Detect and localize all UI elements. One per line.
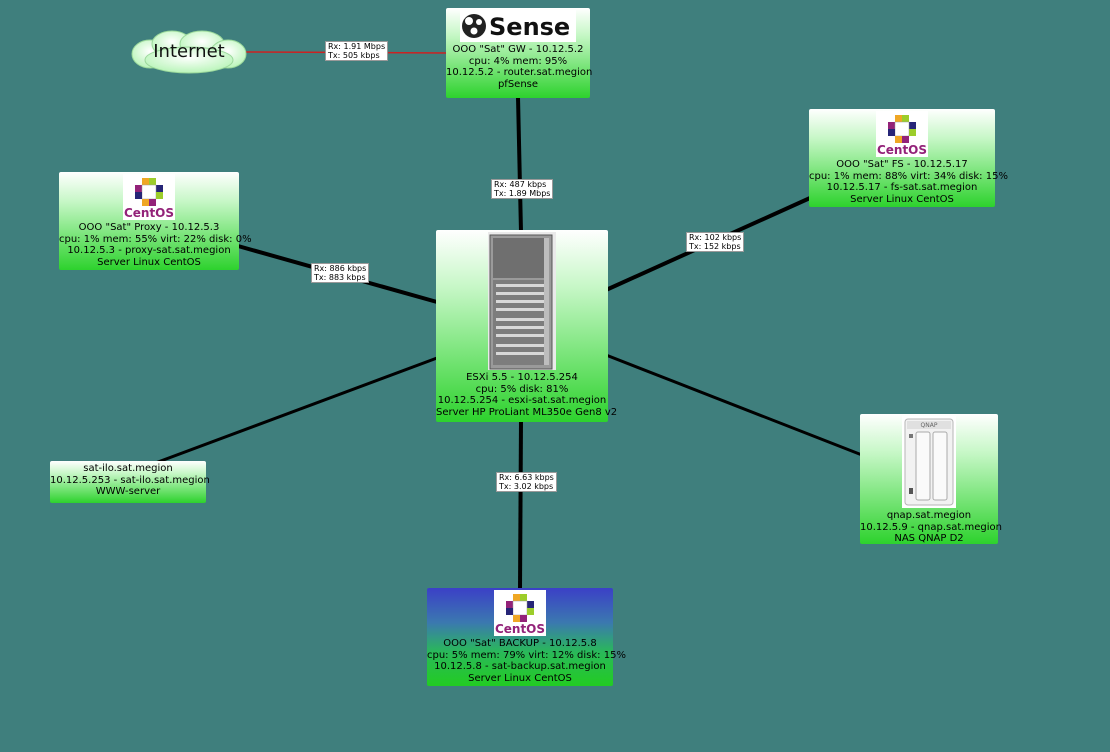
link-label-proxy-esxi[interactable]: Rx: 886 kbps Tx: 883 kbps (311, 263, 370, 283)
pfsense-host: 10.12.5.2 - router.sat.megion (446, 67, 593, 78)
tx-rate: Tx: 883 kbps (314, 273, 366, 282)
server-tower-icon (488, 232, 556, 370)
fs-title: OOO "Sat" FS - 10.12.5.17 (836, 159, 968, 170)
ilo-type: WWW-server (95, 486, 161, 497)
proxy-type: Server Linux CentOS (97, 256, 201, 268)
node-esxi[interactable]: ESXi 5.5 - 10.12.5.254 cpu: 5% disk: 81%… (436, 230, 618, 422)
esxi-stats: cpu: 5% disk: 81% (475, 383, 569, 395)
fs-stats: cpu: 1% mem: 88% virt: 34% disk: 15% (809, 170, 1008, 182)
internet-label: Internet (153, 41, 225, 62)
centos-logo-text: CentOS (495, 622, 545, 636)
node-proxy[interactable]: CentOS OOO "Sat" Proxy - 10.12.5.3 cpu: … (59, 172, 252, 270)
backup-type: Server Linux CentOS (468, 672, 572, 684)
centos-logo-icon: CentOS (494, 590, 546, 636)
pfsense-logo-icon: Sense (460, 10, 576, 42)
proxy-title: OOO "Sat" Proxy - 10.12.5.3 (78, 222, 220, 233)
fs-type: Server Linux CentOS (850, 193, 954, 205)
link-gw-esxi (516, 96, 523, 233)
pfsense-title: OOO "Sat" GW - 10.12.5.2 (452, 44, 584, 55)
link-label-gw-esxi[interactable]: Rx: 487 kbps Tx: 1.89 Mbps (491, 179, 554, 199)
tx-rate: Tx: 3.02 kbps (499, 482, 554, 491)
nas-device-icon: QNAP (902, 416, 956, 508)
rx-rate: Rx: 886 kbps (314, 264, 367, 273)
pfsense-stats: cpu: 4% mem: 95% (468, 55, 568, 67)
link-label-fs-esxi[interactable]: Rx: 102 kbps Tx: 152 kbps (686, 232, 745, 252)
centos-logo-icon: CentOS (876, 111, 928, 157)
pfsense-type: pfSense (497, 78, 539, 90)
tx-rate: Tx: 1.89 Mbps (494, 189, 551, 198)
backup-title: OOO "Sat" BACKUP - 10.12.5.8 (443, 638, 597, 649)
node-ilo[interactable]: sat-ilo.sat.megion 10.12.5.253 - sat-ilo… (50, 461, 210, 503)
esxi-type: Server HP ProLiant ML350e Gen8 v2 (436, 406, 618, 418)
qnap-type: NAS QNAP D2 (894, 533, 964, 544)
backup-host: 10.12.5.8 - sat-backup.sat.megion (434, 661, 606, 672)
rx-rate: Rx: 102 kbps (689, 233, 742, 242)
fs-host: 10.12.5.17 - fs-sat.sat.megion (826, 182, 978, 193)
tx-rate: Tx: 505 kbps (328, 51, 380, 60)
link-backup-esxi (518, 419, 523, 591)
centos-logo-icon: CentOS (123, 174, 175, 220)
qnap-host: 10.12.5.9 - qnap.sat.megion (860, 521, 1002, 533)
rx-rate: Rx: 487 kbps (494, 180, 547, 189)
cloud-icon (131, 30, 247, 74)
node-backup[interactable]: CentOS OOO "Sat" BACKUP - 10.12.5.8 cpu:… (427, 588, 626, 686)
rx-rate: Rx: 1.91 Mbps (328, 42, 386, 51)
qnap-logo-text: QNAP (921, 422, 938, 429)
backup-stats: cpu: 5% mem: 79% virt: 12% disk: 15% (427, 649, 626, 661)
centos-logo-text: CentOS (877, 143, 927, 157)
internet-cloud[interactable]: Internet (130, 30, 248, 74)
esxi-title: ESXi 5.5 - 10.12.5.254 (466, 372, 578, 383)
centos-logo-text: CentOS (124, 206, 174, 220)
proxy-stats: cpu: 1% mem: 55% virt: 22% disk: 0% (59, 233, 252, 245)
link-label-internet-gw[interactable]: Rx: 1.91 Mbps Tx: 505 kbps (325, 41, 389, 61)
ilo-host: 10.12.5.253 - sat-ilo.sat.megion (50, 474, 210, 486)
node-pfsense[interactable]: Sense OOO "Sat" GW - 10.12.5.2 cpu: 4% m… (446, 8, 593, 98)
pfsense-logo-text: Sense (489, 13, 570, 41)
link-qnap-esxi (605, 353, 863, 457)
node-qnap[interactable]: QNAP qnap.sat.megion 10.12.5.9 - qnap.sa… (860, 414, 1002, 544)
ilo-title: sat-ilo.sat.megion (83, 463, 173, 474)
proxy-host: 10.12.5.3 - proxy-sat.sat.megion (67, 245, 231, 256)
tx-rate: Tx: 152 kbps (689, 242, 741, 251)
esxi-host: 10.12.5.254 - esxi-sat.sat.megion (437, 395, 607, 406)
node-fs[interactable]: CentOS OOO "Sat" FS - 10.12.5.17 cpu: 1%… (809, 109, 1008, 207)
link-ilo-esxi (149, 356, 438, 467)
rx-rate: Rx: 6.63 kbps (499, 473, 554, 482)
qnap-title: qnap.sat.megion (886, 510, 972, 521)
link-label-backup-esxi[interactable]: Rx: 6.63 kbps Tx: 3.02 kbps (496, 472, 557, 492)
